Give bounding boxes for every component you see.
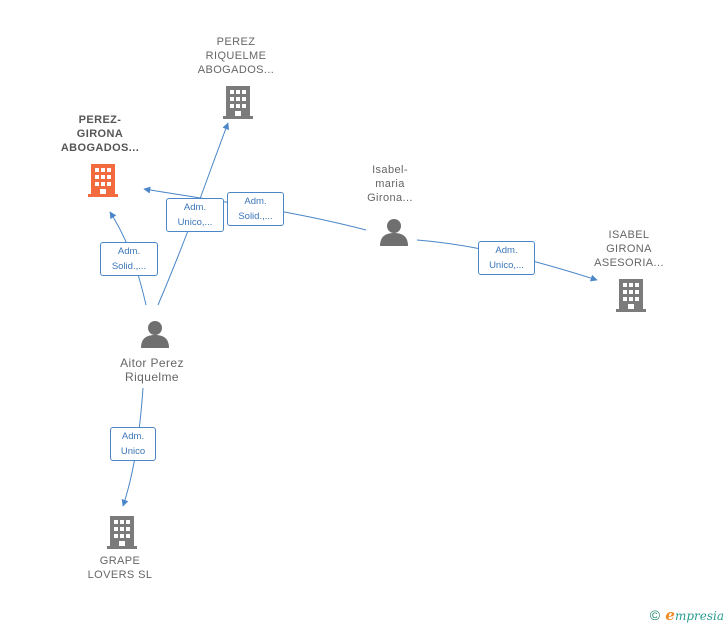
building-icon[interactable] <box>222 84 254 120</box>
building-icon[interactable] <box>106 514 138 550</box>
node-label-grape-lovers[interactable]: GRAPE LOVERS SL <box>87 555 153 581</box>
node-label-isabel-girona-asesoria[interactable]: ISABEL GIRONA ASESORIA... <box>594 229 664 269</box>
node-label-isabel-maria-girona[interactable]: Isabel- maria Girona... <box>367 164 413 204</box>
edge-label-aitor-to-perez-girona[interactable]: Adm. Solid.,... <box>100 242 158 276</box>
brand-logo: empresia <box>665 606 724 624</box>
node-label-aitor-perez-riquelme[interactable]: Aitor Perez Riquelme <box>120 356 184 384</box>
edge-label-isabel-to-perez-girona[interactable]: Adm. Solid.,... <box>227 192 284 226</box>
node-label-perez-girona-abogados[interactable]: PEREZ- GIRONA ABOGADOS... <box>60 114 140 154</box>
building-icon[interactable] <box>87 162 119 198</box>
person-icon[interactable] <box>379 217 409 247</box>
edge-label-aitor-to-perez-riquelme[interactable]: Adm. Unico,... <box>166 198 224 232</box>
person-icon[interactable] <box>140 319 170 349</box>
copyright-icon: © <box>649 607 661 623</box>
edge-label-isabel-to-asesoria[interactable]: Adm. Unico,... <box>478 241 535 275</box>
brand-footer: © empresia <box>650 606 724 624</box>
building-icon[interactable] <box>615 277 647 313</box>
edge-label-aitor-to-grape[interactable]: Adm. Unico <box>110 427 156 461</box>
node-label-perez-riquelme-abogados[interactable]: PEREZ RIQUELME ABOGADOS... <box>197 36 275 76</box>
